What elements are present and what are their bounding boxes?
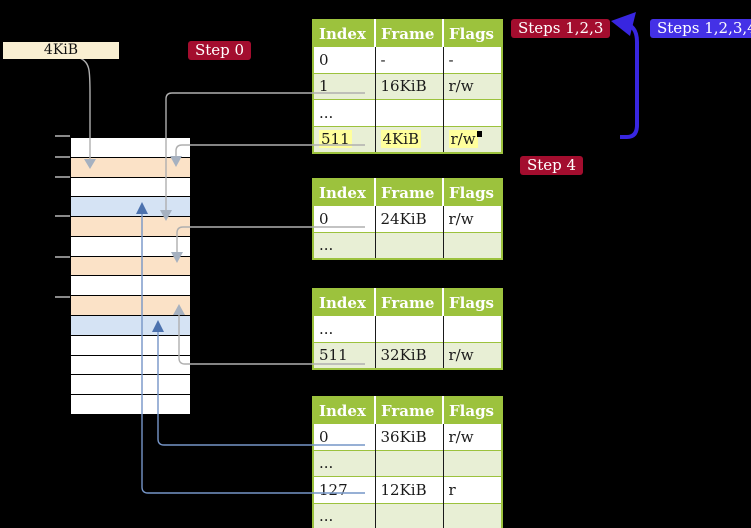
column-header: Flags xyxy=(443,289,502,316)
recursive-loop-arrow xyxy=(620,23,639,139)
memory-frame-row xyxy=(71,216,190,236)
memory-frame-row xyxy=(71,138,190,157)
table-cell: ... xyxy=(313,449,376,477)
column-header: Flags xyxy=(443,179,502,206)
steps-123-badge: Steps 1,2,3 xyxy=(511,19,611,38)
memory-frame-row xyxy=(71,235,190,256)
memory-frame-row xyxy=(71,176,190,197)
table-row: 0-- xyxy=(313,46,502,73)
column-header: Frame xyxy=(375,397,444,424)
table-cell xyxy=(443,315,502,342)
table-cell: 0 xyxy=(313,205,376,232)
memory-frame-row xyxy=(71,196,190,217)
table-cell xyxy=(375,315,444,342)
memory-frame-row xyxy=(71,156,190,177)
memory-frame-row xyxy=(71,354,190,375)
memory-tick xyxy=(55,156,70,158)
memory-tick xyxy=(55,176,70,178)
table-cell xyxy=(375,99,444,126)
step-0-badge: Step 0 xyxy=(188,41,252,60)
table-cell: ... xyxy=(313,502,376,528)
table-cell: 1 xyxy=(313,72,376,100)
frame-size-label: 4KiB xyxy=(3,42,119,59)
memory-frame-row xyxy=(71,374,190,395)
table-cell: r/w xyxy=(443,205,502,232)
column-header: Frame xyxy=(375,20,444,47)
physical-memory-column xyxy=(70,137,191,415)
table-cell: 0 xyxy=(313,46,376,73)
memory-frame-row xyxy=(71,255,190,276)
table-cell: 511 xyxy=(313,341,376,369)
table-cell: 36KiB xyxy=(375,423,444,450)
memory-frame-row xyxy=(71,275,190,296)
table-cell xyxy=(443,231,502,259)
table-cell: r xyxy=(443,476,502,503)
table-cell: 4KiB xyxy=(375,125,444,153)
table-cell xyxy=(375,502,444,528)
table-cell: 16KiB xyxy=(375,72,444,100)
table-cell: r/w xyxy=(443,341,502,369)
steps-1234-badge: Steps 1,2,3,4 xyxy=(650,19,751,38)
table-cell: ... xyxy=(313,315,376,342)
table-cell: 24KiB xyxy=(375,205,444,232)
table-cell: ... xyxy=(313,99,376,126)
table-row: ... xyxy=(313,315,502,342)
table-cell: r/w xyxy=(443,72,502,100)
table-row: ... xyxy=(313,449,502,477)
table-cell xyxy=(443,449,502,477)
memory-frame-row xyxy=(71,394,190,414)
table-cell: 511 xyxy=(313,125,376,153)
table-cell: r/w xyxy=(443,423,502,450)
table-cell: 0 xyxy=(313,423,376,450)
table-cell: r/w xyxy=(443,125,502,153)
memory-tick xyxy=(55,135,70,137)
memory-frame-row xyxy=(71,295,190,316)
memory-tick xyxy=(55,256,70,258)
arrow-up-left-icon xyxy=(611,12,636,36)
table-cell xyxy=(443,502,502,528)
table-cell: 32KiB xyxy=(375,341,444,369)
table-cell xyxy=(375,231,444,259)
table-row: ... xyxy=(313,99,502,126)
memory-tick xyxy=(55,296,70,298)
table-cell: - xyxy=(443,46,502,73)
table-row: ... xyxy=(313,231,502,259)
column-header: Frame xyxy=(375,179,444,206)
table-row: ... xyxy=(313,502,502,528)
table-cell: - xyxy=(375,46,444,73)
step-4-badge: Step 4 xyxy=(520,156,584,175)
column-header: Frame xyxy=(375,289,444,316)
column-header: Index xyxy=(313,179,376,206)
column-header: Flags xyxy=(443,397,502,424)
memory-frame-row xyxy=(71,315,190,335)
memory-frame-row xyxy=(71,334,190,355)
table-cell: 12KiB xyxy=(375,476,444,503)
table-cell xyxy=(375,449,444,477)
memory-tick xyxy=(55,215,70,217)
column-header: Index xyxy=(313,289,376,316)
column-header: Index xyxy=(313,397,376,424)
table-cell: 127 xyxy=(313,476,376,503)
column-header: Index xyxy=(313,20,376,47)
table-cell: ... xyxy=(313,231,376,259)
table-cell xyxy=(443,99,502,126)
column-header: Flags xyxy=(443,20,502,47)
